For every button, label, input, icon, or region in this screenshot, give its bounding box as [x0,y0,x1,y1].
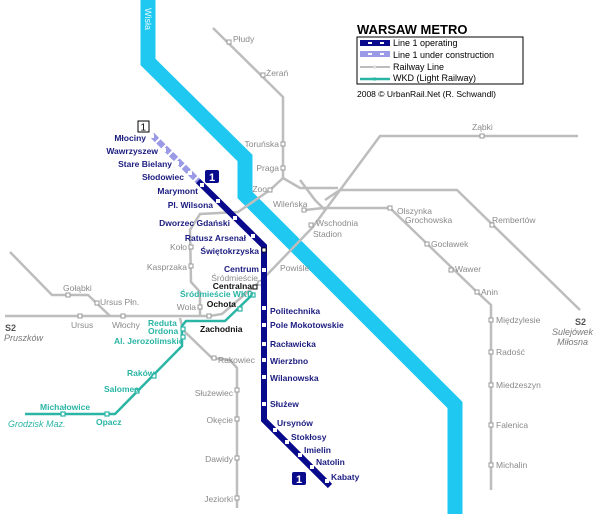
wkd-line [25,294,253,416]
station-label: Praga [256,163,279,173]
station-label: Radość [496,347,526,357]
dest-grodzisk: Grodzisk Maz. [8,419,66,429]
metro-line-1 [195,178,333,489]
station-label: Racławicka [270,339,316,349]
station-label: Dworzec Gdański [159,218,230,228]
line-1-badge-construction: 1 [137,120,150,134]
station-label: Włochy [112,320,141,330]
station-label: Wawer [455,264,481,274]
station-label: Pl. Wilsona [168,200,214,210]
station-label: Stokłosy [291,432,327,442]
station-label: Imielin [304,445,331,455]
station-label: Okęcie [207,415,234,425]
metro-stations [150,134,329,483]
station-label: Centrum [224,264,259,274]
station-label: Międzylesie [496,315,541,325]
station-label: Słodowiec [142,172,184,182]
station-label: Gocławek [431,239,469,249]
dest-sulejowek: Sulejówek [552,327,594,337]
dest-milosna: Miłosna [557,337,588,347]
station-label: Ursus Płn. [100,297,139,307]
station-label: Raków [127,368,155,378]
station-label: Śródmieście [211,272,258,283]
station-label: Michalin [496,460,527,470]
station-label: Toruńska [245,139,280,149]
station-label: Anin [481,287,498,297]
svg-text:1: 1 [209,172,215,184]
station-label: Kasprzaka [147,262,187,272]
station-label: Koło [170,242,187,252]
station-label: Salomea [104,384,139,394]
station-label: Powiśle [280,263,310,273]
station-label: Wierzbno [270,356,308,366]
station-label: Stare Bielany [118,159,172,169]
line-1-badge-south: 1 [292,472,306,486]
line-1-badge: 1 [205,170,219,184]
station-label: Reduta [148,318,177,328]
legend-item: Line 1 operating [393,38,458,48]
svg-text:1: 1 [141,123,147,134]
dest-pruszkow: Pruszków [4,333,44,343]
station-label: Grochowska [405,215,453,225]
s2-east: S2 [575,317,586,327]
station-label: Jeziorki [204,494,233,504]
legend-item: Line 1 under construction [393,50,494,60]
svg-text:1: 1 [296,474,302,486]
station-label: Rembertów [492,215,536,225]
wkd-stations [60,292,256,417]
vistula-river [140,0,463,514]
station-label: Marymont [157,186,198,196]
station-label: Miedzeszyn [496,380,541,390]
station-label: Młociny [114,133,146,143]
station-label: Rakowiec [218,355,256,365]
station-label: Płudy [233,34,255,44]
station-label: Zoo [252,184,267,194]
station-label: Ratusz Arsenał [185,233,247,243]
station-label: Michałowice [40,402,90,412]
station-label: Śródmieście WKD [180,288,253,299]
station-label: Olszynka [397,206,432,216]
station-label: Falenica [496,420,528,430]
station-label: Ursynów [277,418,313,428]
station-label: Służewiec [195,388,234,398]
map-title: WARSAW METRO [357,22,468,37]
station-label: Pole Mokotowskie [270,320,344,330]
legend-item: Railway Line [393,62,444,72]
river-label: Wisła [143,8,153,30]
station-label: Wschodnia [316,218,358,228]
station-label: Wawrzyszew [106,146,158,156]
station-label: Służew [270,399,299,409]
station-label: Opacz [96,417,122,427]
station-label: Ordona [148,326,178,336]
station-label: Natolin [316,457,345,467]
station-label: Ursus [71,320,93,330]
station-label: Kabaty [331,472,360,482]
station-label: Wileńska [273,199,308,209]
s2-west: S2 [5,323,16,333]
railway-stations [65,39,495,501]
station-label: Żerań [266,68,288,78]
station-label: Wola [177,302,196,312]
station-label: Zachodnia [200,324,243,334]
station-label: Centralna [213,281,252,291]
station-label: Ząbki [472,122,493,132]
station-label: Świętokrzyska [200,245,259,256]
station-label: Dawidy [205,454,234,464]
station-label: Wilanowska [270,373,319,383]
station-label: Stadion [313,229,342,239]
legend: Line 1 operating Line 1 under constructi… [360,38,494,83]
station-label: Politechnika [270,306,320,316]
copyright: 2008 © UrbanRail.Net (R. Schwandl) [357,89,496,99]
station-label: Al. Jerozolimskie [114,336,184,346]
station-label: Gołąbki [63,283,92,293]
legend-item: WKD (Light Railway) [393,73,476,83]
station-label: Ochota [207,299,237,309]
